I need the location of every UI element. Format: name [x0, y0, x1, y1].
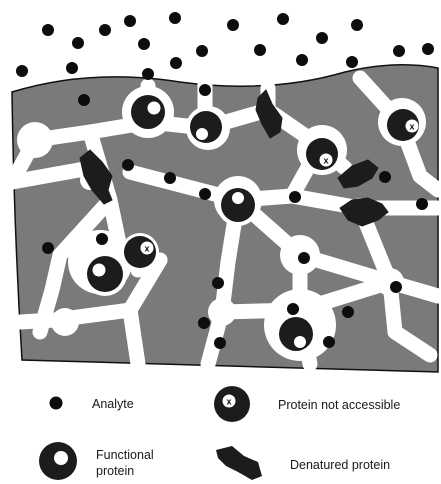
- inaccessible-protein: x: [383, 105, 423, 145]
- analyte: [214, 337, 226, 349]
- legend-item-analyte: Analyte: [50, 397, 134, 412]
- analyte: [164, 172, 176, 184]
- analyte: [289, 191, 301, 203]
- analyte: [416, 198, 428, 210]
- legend-label-denatured-protein: Denatured protein: [290, 458, 390, 472]
- analyte: [277, 13, 289, 25]
- legend-label-functional-line1: Functional: [96, 448, 154, 462]
- analyte: [169, 12, 181, 24]
- analyte: [227, 19, 239, 31]
- analyte: [99, 24, 111, 36]
- analyte: [138, 38, 150, 50]
- functional-protein: [275, 313, 317, 355]
- analyte: [323, 336, 335, 348]
- functional-protein: [127, 91, 169, 133]
- svg-text:x: x: [409, 122, 414, 132]
- functional-protein: [83, 252, 127, 296]
- legend-item-functional-protein: Functional protein: [39, 442, 154, 480]
- sphere-with-x-icon: x: [214, 386, 250, 422]
- analyte: [212, 277, 224, 289]
- legend-item-protein-not-accessible: x Protein not accessible: [214, 386, 400, 422]
- analyte: [422, 43, 434, 55]
- analyte: [16, 65, 28, 77]
- analyte: [198, 317, 210, 329]
- analyte: [254, 44, 266, 56]
- legend-label-protein-not-accessible: Protein not accessible: [278, 398, 400, 412]
- analyte: [196, 45, 208, 57]
- inaccessible-protein: x: [302, 134, 342, 174]
- analyte: [170, 57, 182, 69]
- analyte: [298, 252, 310, 264]
- analyte: [72, 37, 84, 49]
- analyte: [316, 32, 328, 44]
- analyte: [199, 84, 211, 96]
- legend: Analyte x Protein not accessible Functio…: [39, 386, 400, 480]
- analyte: [78, 94, 90, 106]
- inaccessible-protein: x: [121, 233, 159, 271]
- analyte: [124, 15, 136, 27]
- analyte: [351, 19, 363, 31]
- analyte: [96, 233, 108, 245]
- analyte: [42, 24, 54, 36]
- analyte: [199, 188, 211, 200]
- analyte: [390, 281, 402, 293]
- analyte: [342, 306, 354, 318]
- functional-protein: [186, 107, 226, 147]
- functional-protein: [217, 184, 259, 226]
- analyte: [287, 303, 299, 315]
- analyte: [122, 159, 134, 171]
- svg-text:x: x: [144, 244, 149, 254]
- analyte: [393, 45, 405, 57]
- analyte: [66, 62, 78, 74]
- analyte: [42, 242, 54, 254]
- svg-text:x: x: [226, 397, 231, 407]
- sphere-with-highlight-icon: [39, 442, 77, 480]
- crumpled-blob-icon: [216, 446, 262, 480]
- svg-text:x: x: [323, 156, 328, 166]
- analyte: [296, 54, 308, 66]
- legend-label-functional-line2: protein: [96, 464, 134, 478]
- legend-item-denatured-protein: Denatured protein: [216, 446, 390, 480]
- analyte: [379, 171, 391, 183]
- filled-dot-icon: [50, 397, 63, 410]
- analyte: [142, 68, 154, 80]
- legend-label-analyte: Analyte: [92, 397, 134, 411]
- analyte: [346, 56, 358, 68]
